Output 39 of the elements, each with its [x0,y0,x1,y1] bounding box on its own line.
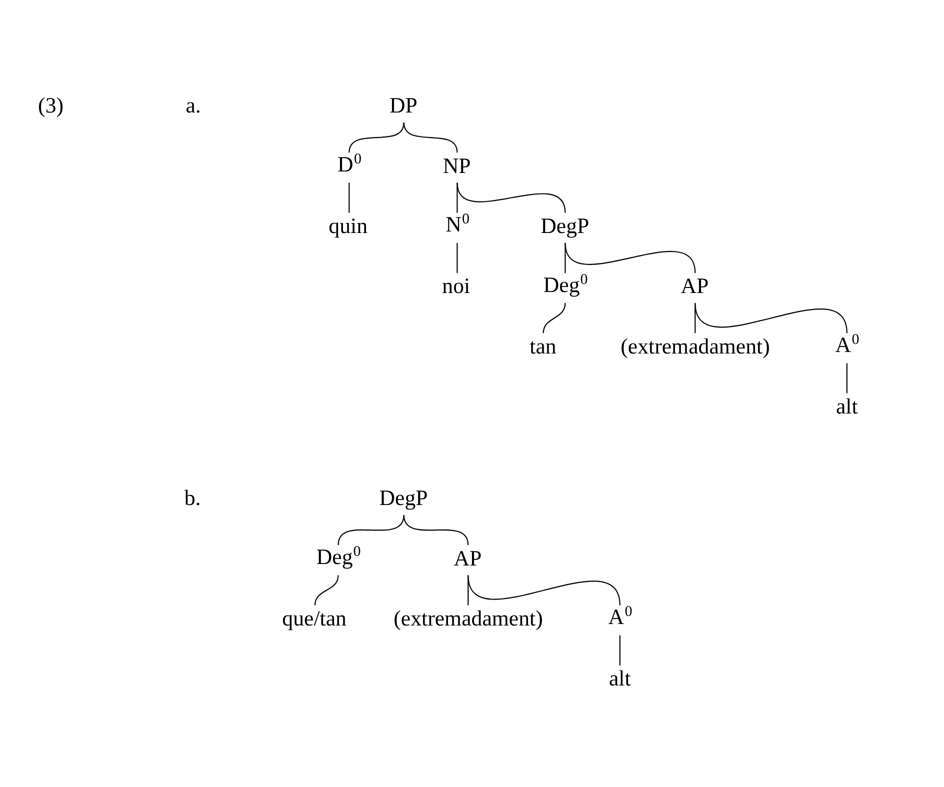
node-text: D$^{0}$ [338,151,362,176]
connector [564,242,696,273]
node-text: DegP [379,486,428,510]
node-text: (extremadament) [620,334,770,358]
node-text: NP [442,153,471,178]
node-text: noi [442,274,470,298]
node-text: Deg$^{0}$ [316,543,361,568]
node-text: tan [530,334,556,358]
connector [348,122,404,152]
label: (3) [38,93,64,118]
node-text: AP [680,274,709,298]
node-text: que/tan [282,606,346,630]
connector [619,634,620,665]
label: b. [184,486,201,510]
connector [338,514,404,545]
node-text: (extremadament) [394,606,543,630]
connector [846,362,848,393]
node-text: Deg$^{0}$ [543,271,588,296]
node-text: A$^{0}$ [835,332,860,357]
connector [456,242,458,272]
label: a. [186,93,201,118]
node-text: alt [608,666,631,690]
connector [542,302,566,333]
node-text: quin [328,214,368,238]
node-text: N$^{0}$ [446,211,470,236]
connector [456,182,458,212]
node-text: AP [454,546,482,570]
node-text: alt [836,394,858,418]
connector [694,302,848,333]
node-text: DP [390,93,418,118]
connector [348,182,350,212]
connector [403,122,458,152]
connector [564,242,566,272]
connector [468,574,620,605]
node-text: A$^{0}$ [608,604,632,629]
connector [314,574,339,605]
connector [403,514,469,545]
node-text: DegP [540,214,590,238]
connector [456,182,566,212]
